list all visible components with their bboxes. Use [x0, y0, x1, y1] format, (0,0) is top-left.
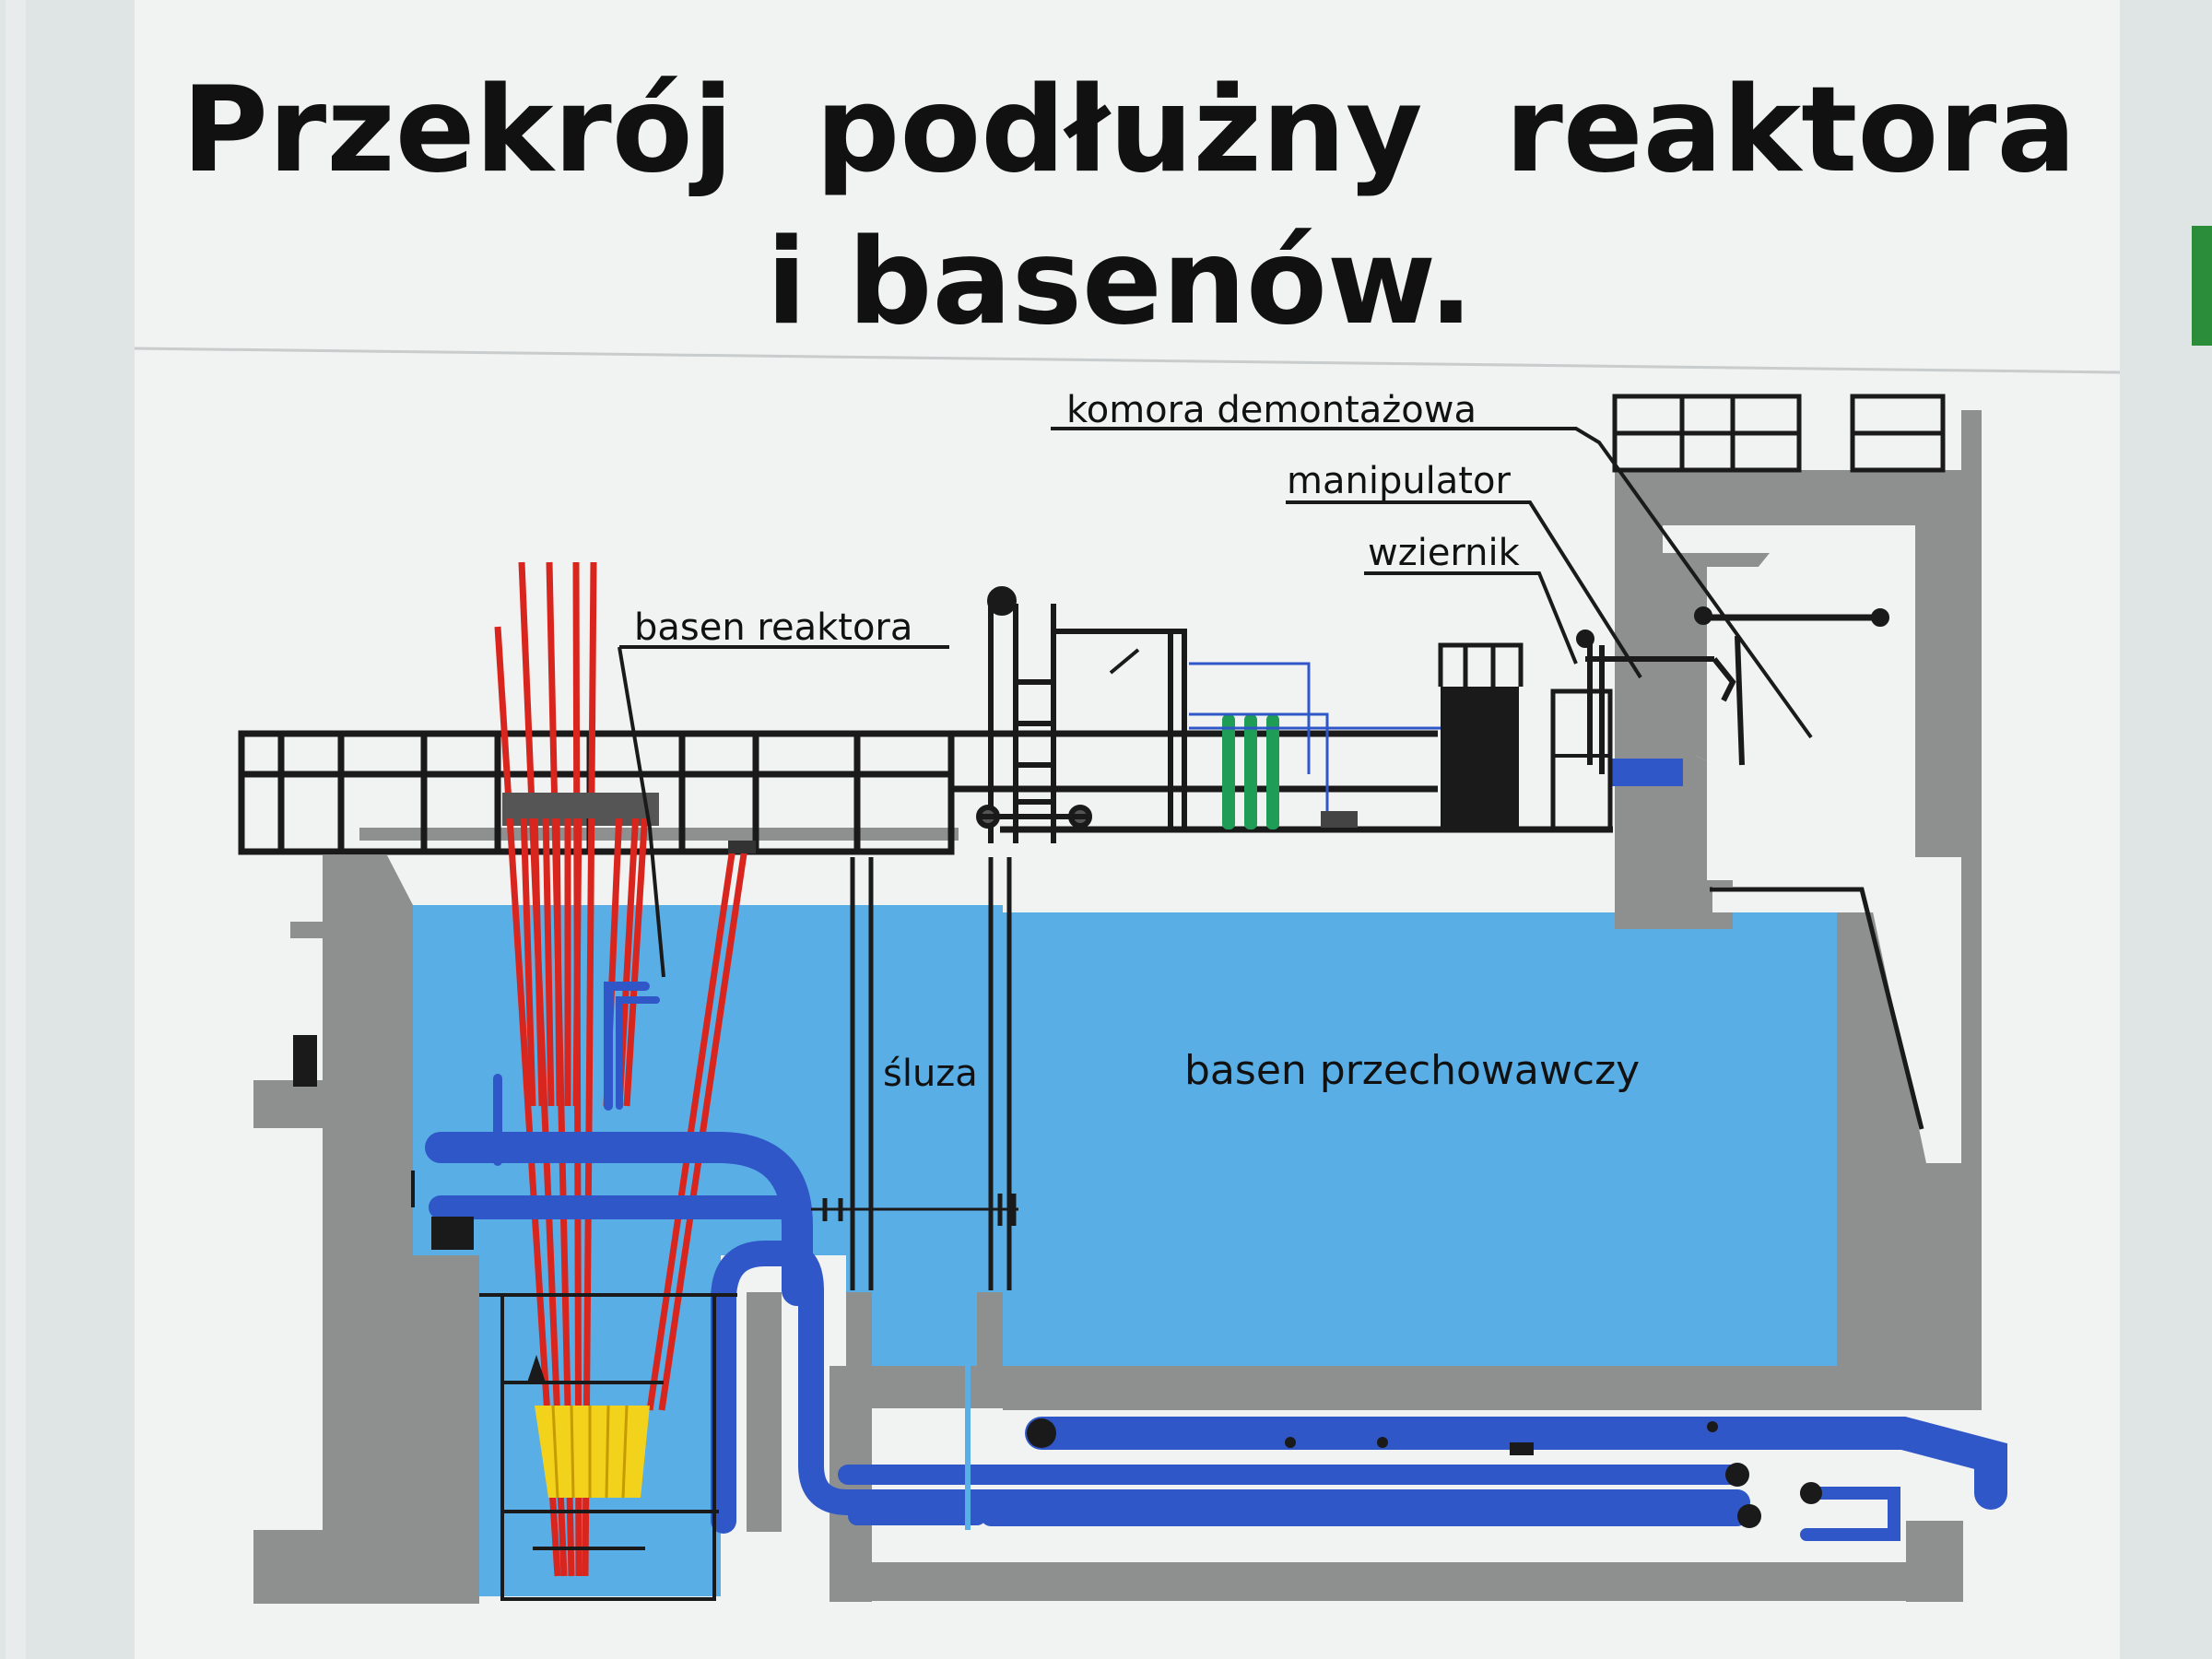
coolant-pipes	[425, 982, 2007, 1541]
leader-lines	[618, 427, 1813, 978]
storage-pool-water	[1003, 912, 1837, 1373]
wall-pipe	[6, 0, 26, 1659]
chamber-roof-railing	[1612, 394, 1946, 473]
label-sluza: śluza	[883, 1053, 978, 1095]
title-divider	[134, 347, 2121, 374]
pipe-ends	[1027, 1418, 1822, 1528]
label-basen-reaktora: basen reaktora	[634, 606, 912, 649]
label-komora-demontazowa: komora demontażowa	[1066, 389, 1477, 431]
label-wziernik: wziernik	[1368, 532, 1521, 574]
rod-top-cap	[728, 841, 756, 853]
poster-title-line2: i basenów.	[766, 214, 1473, 351]
lock-gates	[850, 857, 1012, 1530]
chamber-rail-track	[1710, 887, 1924, 1130]
label-basen-przechowawczy: basen przechowawczy	[1184, 1047, 1640, 1094]
hot-cell-cabinet	[1438, 642, 1613, 832]
manipulator-arm	[1576, 606, 1889, 774]
exit-sign-edge	[2192, 226, 2212, 346]
core-frame	[293, 1035, 737, 1601]
gas-cylinders	[1189, 662, 1442, 830]
rod-drive-plate	[502, 793, 659, 818]
poster-title-line1: Przekrój podłużny reaktora	[182, 62, 2077, 199]
ladder-mechanism	[976, 586, 1187, 843]
label-manipulator: manipulator	[1287, 460, 1511, 502]
control-rods	[494, 561, 748, 1577]
viewing-window	[1611, 759, 1683, 786]
reactor-core	[527, 1355, 650, 1499]
